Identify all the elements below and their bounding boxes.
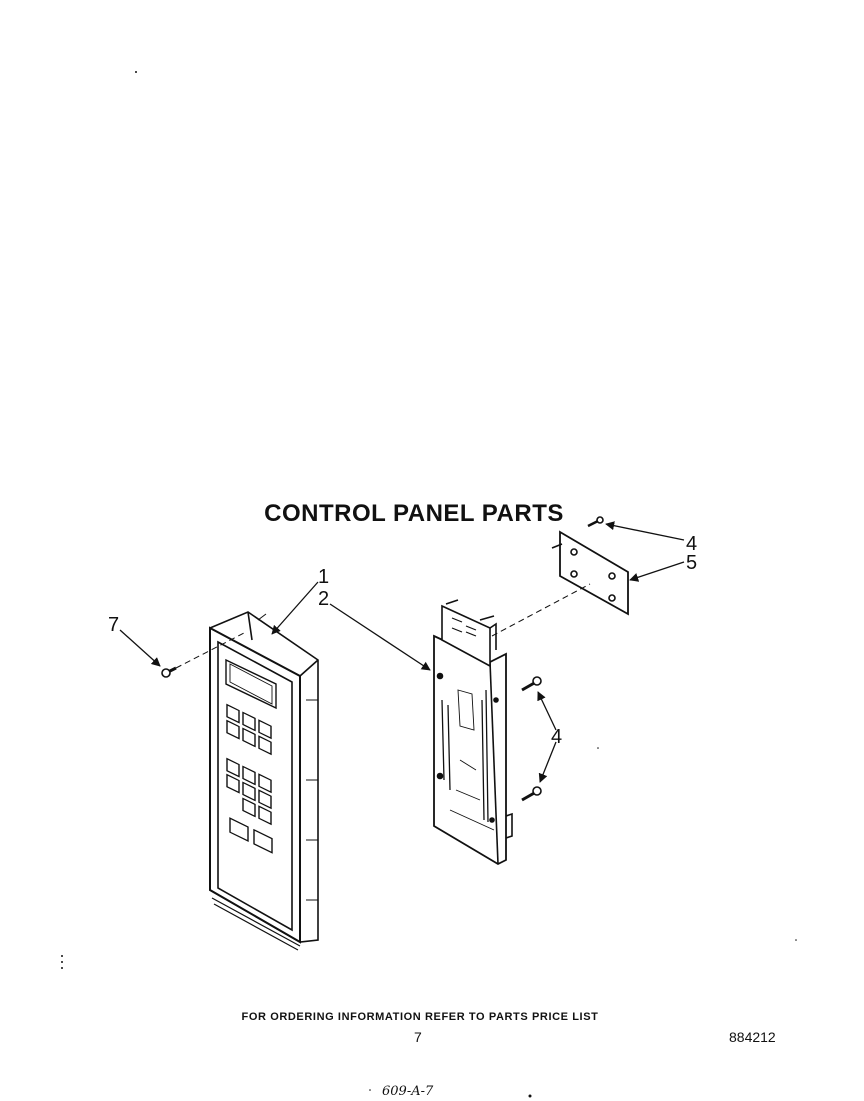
mounting-bracket-plate — [551, 530, 629, 616]
assembly-line-panel — [175, 631, 247, 669]
scan-specks — [61, 71, 797, 1098]
page-title: CONTROL PANEL PARTS — [264, 500, 564, 527]
callout-4-mid: 4 — [551, 726, 562, 748]
screw-top — [587, 516, 604, 528]
handwritten-note: 609-A-7 — [382, 1084, 434, 1099]
circuit-board — [433, 599, 513, 866]
assembly-line-tick — [257, 613, 267, 621]
diagram-number: 884212 — [729, 1029, 776, 1045]
screw-mid-lower — [521, 786, 542, 802]
screw-left — [161, 666, 177, 678]
screw-mid-upper — [521, 676, 542, 692]
callout-7: 7 — [108, 614, 119, 636]
callout-4-top: 4 — [686, 533, 697, 555]
callout-2: 2 — [318, 588, 329, 610]
page-number: 7 — [414, 1029, 422, 1045]
assembly-line-board — [491, 583, 591, 637]
callout-5: 5 — [686, 552, 697, 574]
callout-leaders — [119, 521, 685, 783]
ordering-info-note: FOR ORDERING INFORMATION REFER TO PARTS … — [241, 1011, 599, 1023]
callout-1: 1 — [318, 566, 329, 588]
control-panel-front — [209, 611, 319, 951]
